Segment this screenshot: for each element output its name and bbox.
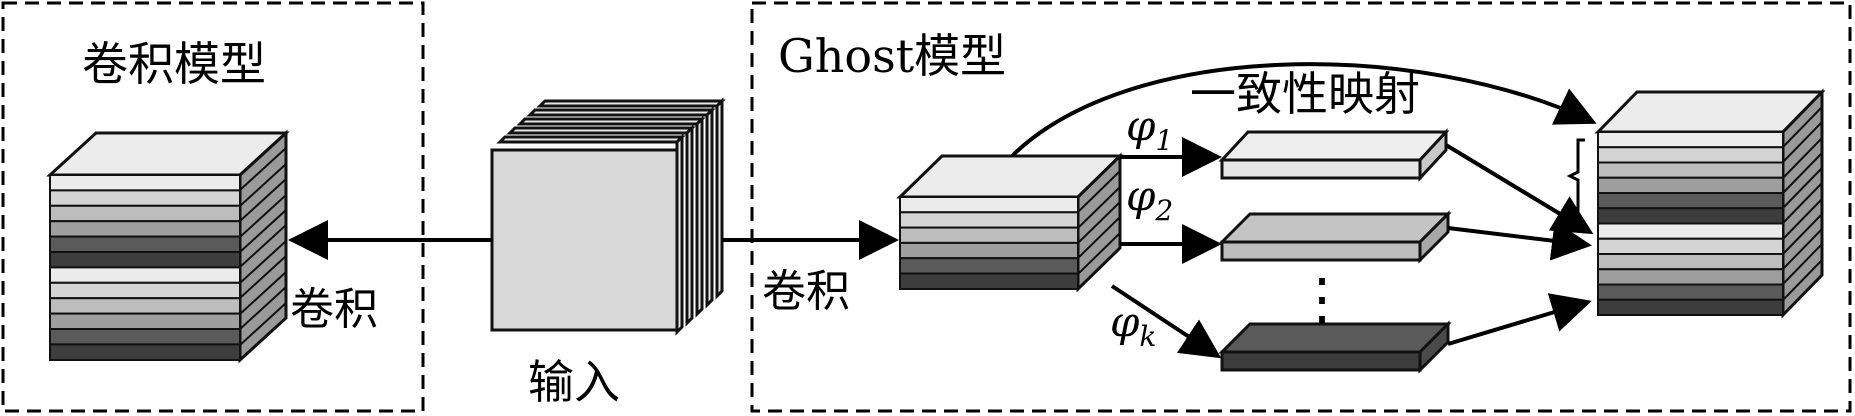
input-feature-block	[490, 97, 726, 336]
phi1-symbol: φ	[1126, 101, 1156, 150]
phi1-sub: 1	[1155, 124, 1173, 157]
left-panel-border	[1, 1, 425, 413]
conv-output-stack	[46, 129, 290, 364]
right-panel-title: Ghost模型	[778, 29, 1006, 83]
phi2-sub: 2	[1154, 194, 1173, 227]
ellipsis: ⋮	[1294, 267, 1350, 332]
phi2-label: φ2	[1126, 171, 1173, 227]
identity-label: 一致性映射	[1190, 67, 1420, 121]
slabk-to-output-arrow	[1447, 293, 1592, 346]
svg-text:φk: φk	[1110, 297, 1156, 353]
intrinsic-feature-stack	[896, 152, 1124, 293]
right-panel-border	[750, 1, 1852, 413]
ghost-output-stack	[1594, 88, 1826, 319]
phi2-symbol: φ	[1126, 171, 1156, 220]
slab2-to-output-arrow	[1447, 220, 1592, 261]
ghost-slab-2	[1218, 210, 1452, 264]
input-label: 输入	[528, 355, 620, 409]
phi1-label: φ1	[1126, 101, 1173, 157]
output-group-brace	[1566, 138, 1585, 224]
left-panel-title: 卷积模型	[82, 37, 266, 91]
phik-label: φk	[1110, 297, 1156, 353]
ghost-slab-1	[1218, 128, 1450, 182]
svg-text:φ1: φ1	[1126, 101, 1173, 157]
conv-label-left: 卷积	[290, 284, 378, 335]
slab1-to-output-arrow	[1444, 143, 1594, 235]
phik-arrow	[1110, 284, 1222, 359]
ghost-slab-k	[1218, 320, 1452, 374]
phik-symbol: φ	[1110, 297, 1140, 346]
svg-text:φ2: φ2	[1126, 171, 1173, 227]
conv-label-right: 卷积	[762, 266, 850, 317]
identity-mapping-arrow	[1010, 62, 1597, 158]
phik-sub: k	[1139, 320, 1156, 353]
